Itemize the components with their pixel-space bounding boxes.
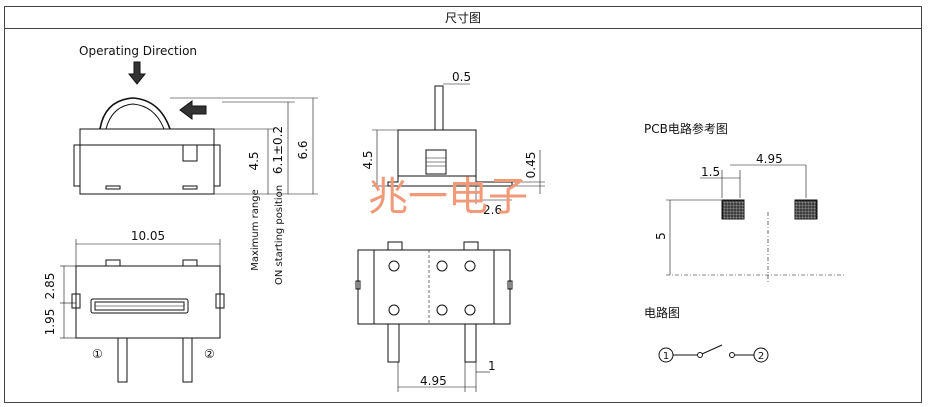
side-body: [79, 128, 215, 146]
pin-1-label: ①: [92, 347, 103, 361]
pcb-dim-4-95: 4.95: [756, 152, 783, 166]
actuator-outline: [99, 97, 171, 130]
bottom-body: [357, 249, 511, 325]
bottom-view: 4.95 1: [355, 241, 513, 392]
pcb-pad-2: [794, 199, 818, 220]
pcb-layout: PCB电路参考图 1.5 4.95 5: [644, 121, 845, 283]
front-dim-0-45: 0.45: [524, 152, 538, 179]
side-dim-6-1: 6.1±0.2: [271, 126, 285, 174]
pcb-dim-1-5: 1.5: [701, 165, 720, 179]
side-view: Operating Direction 4.5 6.1: [73, 44, 318, 285]
front-body: [397, 129, 477, 177]
operating-down-arrow-icon: [127, 61, 147, 85]
operating-direction-label: Operating Direction: [79, 44, 197, 58]
max-range-label: Maximum range: [250, 189, 261, 271]
circuit-title: 电路图: [644, 305, 680, 320]
front-dim-2-6: 2.6: [483, 203, 502, 217]
operating-left-arrow-icon: [179, 100, 207, 120]
pcb-dim-5: 5: [654, 232, 668, 240]
pin-2-label: ②: [204, 347, 215, 361]
on-starting-position-label: ON starting position: [274, 185, 285, 285]
side-dim-4-5: 4.5: [247, 151, 261, 170]
circuit-node-1-label: 1: [663, 351, 669, 362]
drawing-frame: 尺寸图: [4, 6, 922, 403]
front-lever: [434, 85, 444, 131]
side-dim-6-6: 6.6: [296, 140, 310, 159]
pcb-layout-title: PCB电路参考图: [644, 121, 728, 136]
top-view: 10.05 ① ② 2.85 1.95: [43, 229, 225, 383]
drawing-title: 尺寸图: [5, 7, 921, 29]
top-dim-1-95: 1.95: [43, 309, 57, 336]
top-dim-2-85: 2.85: [43, 273, 57, 300]
slider-slot: [90, 298, 189, 314]
watermark-text: 兆一电子: [368, 174, 528, 220]
bottom-dim-1: 1: [488, 359, 496, 373]
top-body: [75, 265, 221, 339]
switch-blade: [701, 344, 723, 355]
pcb-pad-1: [721, 199, 745, 220]
top-dim-10-05: 10.05: [131, 229, 165, 243]
front-view: 0.5 4.5 0.45 2.6: [361, 70, 545, 217]
front-dim-0-5: 0.5: [452, 70, 471, 84]
bottom-dim-4-95: 4.95: [420, 374, 447, 388]
front-dim-4-5: 4.5: [361, 150, 375, 169]
circuit-diagram: 电路图 1 2: [644, 305, 769, 363]
circuit-node-2: [753, 347, 769, 363]
circuit-node-2-label: 2: [758, 351, 764, 362]
bottom-holes: [388, 260, 476, 316]
